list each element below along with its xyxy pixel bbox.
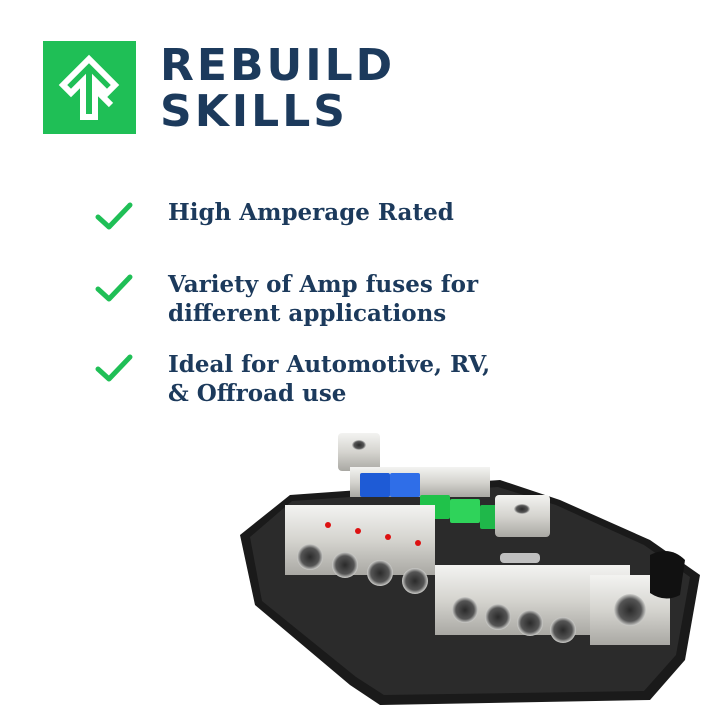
check-icon <box>95 354 133 382</box>
fuse-block-image <box>230 425 710 715</box>
feature-text: Variety of Amp fuses for different appli… <box>168 271 479 327</box>
feature-text: Ideal for Automotive, RV, & Offroad use <box>168 351 491 407</box>
check-icon <box>95 274 133 302</box>
check-icon <box>95 202 133 230</box>
brand-line-2: SKILLS <box>160 86 348 137</box>
fuse-block-illustration <box>240 433 700 705</box>
feature-text: High Amperage Rated <box>168 199 454 226</box>
brand-line-1: REBUILD <box>160 40 396 91</box>
brand-wordmark: REBUILD SKILLS <box>160 44 395 136</box>
brand-logo-mark <box>43 41 136 134</box>
arrow-up-icon <box>43 41 136 134</box>
